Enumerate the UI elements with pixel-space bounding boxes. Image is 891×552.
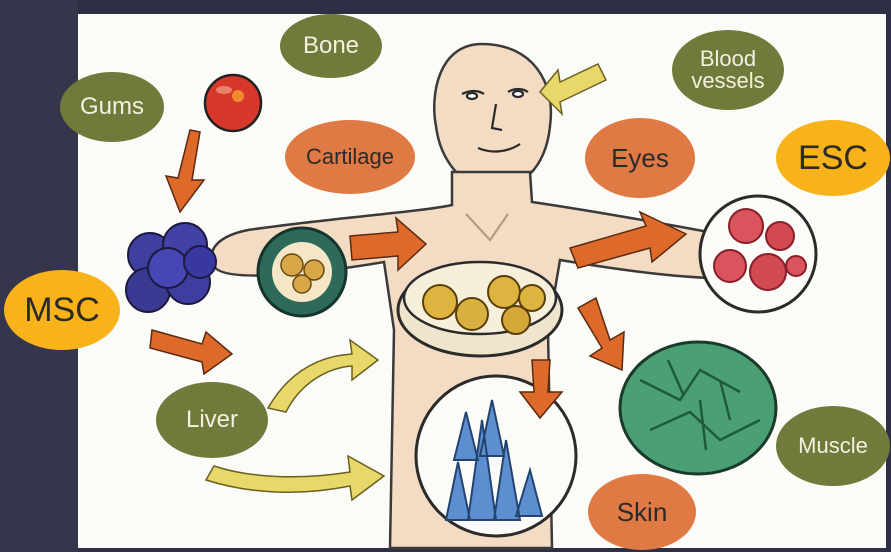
head <box>434 44 551 190</box>
muscle-label: Muscle <box>776 406 890 486</box>
bone-text: Bone <box>303 34 359 58</box>
skin-label: Skin <box>588 474 696 550</box>
cartilage-label: Cartilage <box>285 120 415 194</box>
eyes-text: Eyes <box>611 145 669 171</box>
blood-vessels-text-line1: Blood <box>700 48 756 70</box>
cartilage-text: Cartilage <box>306 146 394 168</box>
differentiating-cell <box>258 228 346 316</box>
liver-label: Liver <box>156 382 268 458</box>
bone-label: Bone <box>280 14 382 78</box>
gums-text: Gums <box>80 95 144 119</box>
muscle-tissue <box>620 342 776 474</box>
eyes-label: Eyes <box>585 118 695 198</box>
gums-label: Gums <box>60 72 164 142</box>
blood-cells <box>700 196 816 312</box>
blood-vessels-label: Blood vessels <box>672 30 784 110</box>
esc-text: ESC <box>798 141 868 175</box>
blood-vessels-text-line2: vessels <box>691 70 764 92</box>
esc-label: ESC <box>776 120 890 196</box>
skin-text: Skin <box>617 499 668 525</box>
msc-text: MSC <box>24 293 100 327</box>
liver-text: Liver <box>186 408 238 432</box>
petri-dish <box>398 262 562 356</box>
msc-label: MSC <box>4 270 120 350</box>
muscle-text: Muscle <box>798 435 868 457</box>
gum-cell <box>205 75 261 131</box>
